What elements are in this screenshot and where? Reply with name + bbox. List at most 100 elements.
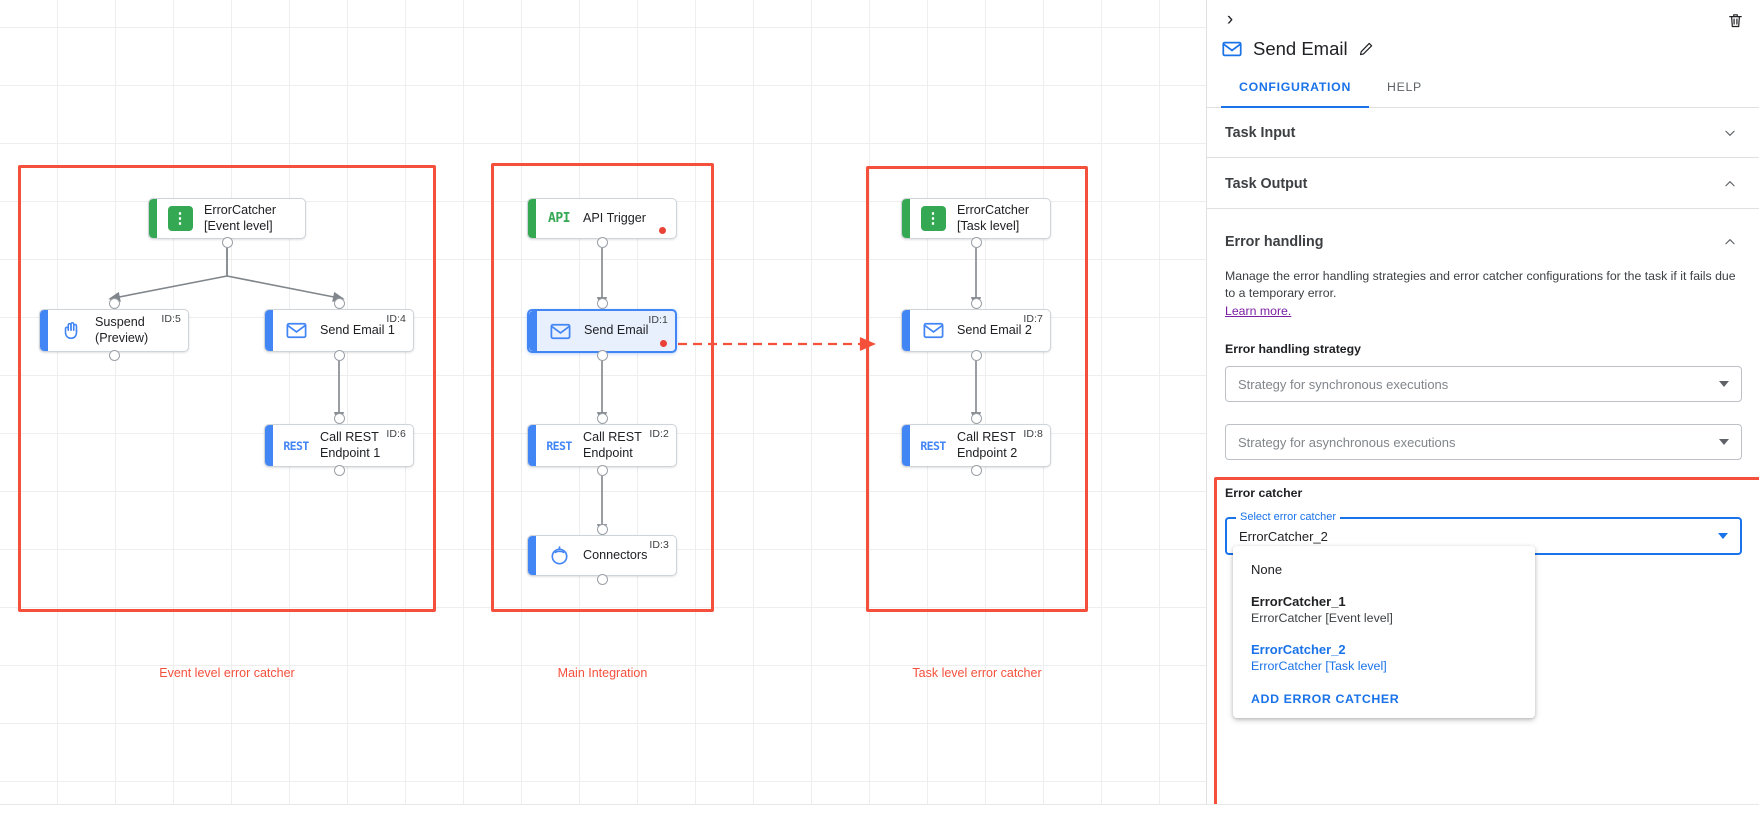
port-in-suspend[interactable]: [109, 298, 120, 309]
rest-icon: REST: [283, 438, 309, 453]
node-label: ErrorCatcher [Task level]: [957, 203, 1030, 233]
tab-configuration-label: CONFIGURATION: [1239, 80, 1352, 94]
error-catcher-icon: ⋮: [166, 205, 194, 233]
node-label: Call REST Endpoint: [583, 430, 642, 460]
node-send-email-1[interactable]: Send Email 1 ID:4: [264, 309, 414, 352]
error-catcher-float-label: Select error catcher: [1236, 511, 1340, 524]
node-accent-bar: [529, 311, 537, 351]
error-indicator-send-email: [660, 340, 667, 347]
async-strategy-select[interactable]: Strategy for asynchronous executions: [1225, 424, 1742, 461]
node-label: ErrorCatcher [Event level]: [204, 203, 277, 233]
node-accent-bar: [528, 199, 536, 238]
section-header-error-handling[interactable]: Error handling: [1207, 217, 1759, 267]
chevron-down-icon: [1719, 381, 1729, 388]
dropdown-item-none[interactable]: None: [1233, 554, 1535, 586]
node-label: Call REST Endpoint 2: [957, 430, 1018, 460]
dropdown-item-errorcatcher-1[interactable]: ErrorCatcher_1 ErrorCatcher [Event level…: [1233, 586, 1535, 634]
port-out-send-email-1[interactable]: [334, 350, 345, 361]
port-in-connectors[interactable]: [597, 524, 608, 535]
port-out-call-rest-1[interactable]: [334, 465, 345, 476]
email-icon: [282, 317, 310, 345]
tab-help-label: HELP: [1387, 80, 1422, 94]
node-id-badge: ID:3: [649, 539, 669, 551]
suspend-hand-icon: [57, 317, 85, 345]
node-id-badge: ID:1: [648, 314, 668, 326]
error-catcher-dropdown-menu[interactable]: None ErrorCatcher_1 ErrorCatcher [Event …: [1233, 546, 1535, 719]
tab-help[interactable]: HELP: [1369, 79, 1440, 107]
group-caption-main-integration: Main Integration: [557, 666, 648, 680]
port-out-error-catcher-event[interactable]: [222, 237, 233, 248]
learn-more-link[interactable]: Learn more.: [1225, 303, 1292, 318]
chevron-down-icon: [1718, 533, 1728, 540]
node-send-email-2[interactable]: Send Email 2 ID:7: [901, 309, 1051, 352]
node-call-rest-endpoint-1[interactable]: REST Call REST Endpoint 1 ID:6: [264, 424, 414, 467]
node-accent-bar: [40, 310, 48, 351]
node-id-badge: ID:5: [161, 313, 181, 325]
node-error-catcher-event-level[interactable]: ⋮ ErrorCatcher [Event level]: [148, 198, 306, 239]
dropdown-item-main: None: [1251, 562, 1283, 577]
node-label: Suspend (Preview): [95, 315, 149, 345]
bottom-strip: [0, 804, 1759, 814]
node-label: Send Email: [584, 323, 649, 338]
node-accent-bar: [902, 199, 910, 238]
node-call-rest-endpoint-2[interactable]: REST Call REST Endpoint 2 ID:8: [901, 424, 1051, 467]
dropdown-item-sub: ErrorCatcher [Event level]: [1251, 611, 1393, 626]
email-icon: [546, 317, 574, 345]
connectors-icon: [545, 542, 573, 570]
chevron-up-icon: [1722, 234, 1738, 250]
port-out-call-rest-2[interactable]: [971, 465, 982, 476]
error-handling-strategy-label: Error handling strategy: [1225, 342, 1361, 357]
group-box-event-level: [18, 165, 436, 612]
section-title: Task Output: [1225, 175, 1308, 192]
port-out-api-trigger[interactable]: [597, 237, 608, 248]
panel-title-row: Send Email: [1221, 38, 1374, 60]
error-handling-description-text: Manage the error handling strategies and…: [1225, 269, 1736, 301]
node-accent-bar: [149, 199, 157, 238]
port-in-send-email-1[interactable]: [334, 298, 345, 309]
error-handling-body: Manage the error handling strategies and…: [1207, 268, 1759, 556]
add-error-catcher-button[interactable]: ADD ERROR CATCHER: [1251, 692, 1400, 707]
node-api-trigger[interactable]: API API Trigger: [527, 198, 677, 239]
port-out-send-email-2[interactable]: [971, 350, 982, 361]
port-out-error-catcher-task[interactable]: [971, 237, 982, 248]
node-error-catcher-task-level[interactable]: ⋮ ErrorCatcher [Task level]: [901, 198, 1051, 239]
dropdown-item-main: ErrorCatcher_1: [1251, 593, 1346, 609]
node-connectors[interactable]: Connectors ID:3: [527, 535, 677, 576]
error-indicator-api-trigger: [659, 227, 666, 234]
node-call-rest-endpoint[interactable]: REST Call REST Endpoint ID:2: [527, 424, 677, 467]
group-caption-task-level: Task level error catcher: [912, 666, 1042, 680]
node-id-badge: ID:8: [1023, 428, 1043, 440]
node-id-badge: ID:2: [649, 428, 669, 440]
port-in-send-email-2[interactable]: [971, 298, 982, 309]
group-box-task-level: [866, 166, 1088, 612]
node-send-email[interactable]: Send Email ID:1: [527, 309, 677, 353]
section-header-task-input[interactable]: Task Input: [1207, 108, 1759, 158]
dropdown-item-main: ErrorCatcher_2: [1251, 641, 1346, 657]
port-out-connectors[interactable]: [597, 574, 608, 585]
node-label: API Trigger: [583, 210, 646, 225]
tab-configuration[interactable]: CONFIGURATION: [1221, 79, 1370, 108]
port-in-call-rest-1[interactable]: [334, 413, 345, 424]
workflow-canvas[interactable]: Event level error catcher Main Integrati…: [0, 0, 1206, 814]
port-out-call-rest[interactable]: [597, 465, 608, 476]
port-in-call-rest-2[interactable]: [971, 413, 982, 424]
node-accent-bar: [528, 536, 536, 575]
collapse-panel-icon[interactable]: ›: [1226, 9, 1234, 30]
edit-pencil-icon[interactable]: [1358, 41, 1374, 57]
group-box-main-integration: [491, 163, 714, 612]
chevron-up-icon: [1722, 176, 1738, 192]
sync-strategy-select[interactable]: Strategy for synchronous executions: [1225, 366, 1742, 403]
api-icon: API: [548, 211, 570, 226]
port-out-suspend[interactable]: [109, 350, 120, 361]
sync-strategy-value: Strategy for synchronous executions: [1238, 376, 1449, 392]
port-in-call-rest[interactable]: [597, 413, 608, 424]
node-label: Send Email 1: [320, 322, 395, 337]
section-header-task-output[interactable]: Task Output: [1207, 159, 1759, 209]
port-in-send-email[interactable]: [597, 298, 608, 309]
dropdown-item-errorcatcher-2[interactable]: ErrorCatcher_2 ErrorCatcher [Task level]: [1233, 634, 1535, 682]
error-handling-description: Manage the error handling strategies and…: [1225, 268, 1742, 320]
node-suspend-preview[interactable]: Suspend (Preview) ID:5: [39, 309, 189, 352]
port-out-send-email[interactable]: [597, 350, 608, 361]
delete-task-icon[interactable]: [1723, 8, 1747, 32]
chevron-down-icon: [1722, 125, 1738, 141]
